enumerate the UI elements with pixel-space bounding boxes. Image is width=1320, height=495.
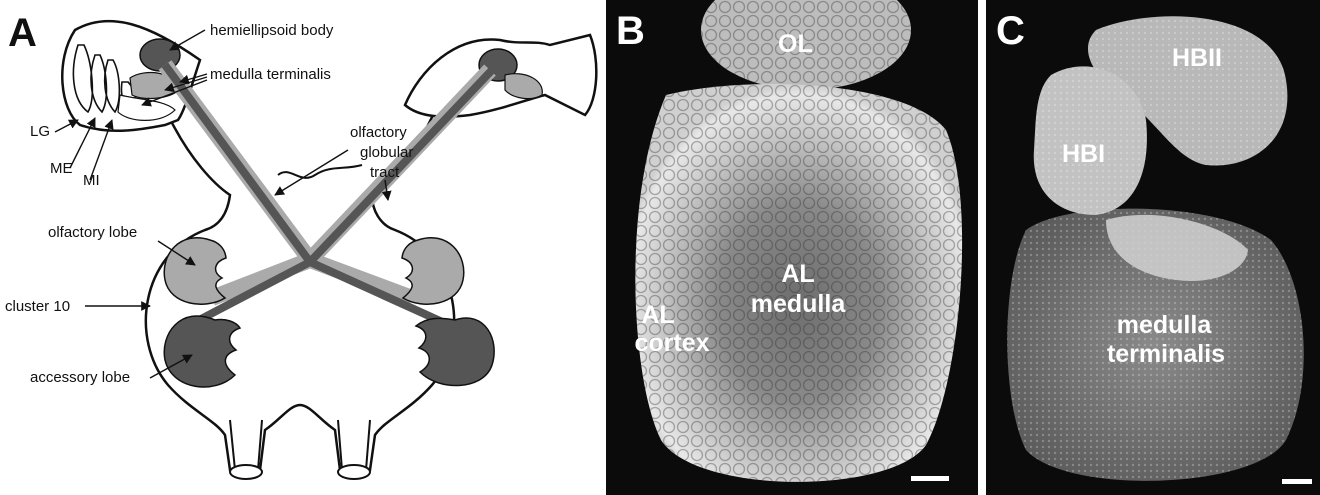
- label-olfactory-globular-1: olfactory: [350, 124, 407, 141]
- panel-c-micrograph: C HBII HBI medulla terminalis: [986, 0, 1320, 495]
- label-me: ME: [50, 160, 73, 177]
- label-medulla-terminalis-2: terminalis: [1107, 340, 1225, 368]
- label-accessory-lobe: accessory lobe: [30, 369, 130, 386]
- label-medulla-terminalis-1: medulla: [1117, 311, 1213, 339]
- label-hbi: HBI: [1062, 140, 1105, 168]
- schematic-drawing: A hemiellipsoid body medulla terminalis …: [0, 0, 600, 495]
- label-hemiellipsoid-body: hemiellipsoid body: [210, 22, 334, 39]
- label-al-cortex-1: AL: [641, 301, 674, 329]
- label-olfactory-globular-2: globular: [360, 144, 413, 161]
- label-medulla-terminalis: medulla terminalis: [210, 66, 331, 83]
- scale-bar-c: [1282, 479, 1312, 484]
- panel-b-micrograph: B OL AL medulla AL cortex: [606, 0, 978, 495]
- label-al-medulla-2: medulla: [751, 290, 847, 318]
- accessory-lobe-right: [416, 318, 494, 386]
- label-cluster-10: cluster 10: [5, 298, 70, 315]
- micrograph-b: B OL AL medulla AL cortex: [606, 0, 978, 495]
- label-olfactory-globular-3: tract: [370, 164, 400, 181]
- label-ol: OL: [778, 30, 813, 58]
- panel-c-letter: C: [996, 9, 1025, 53]
- panel-b-letter: B: [616, 9, 645, 53]
- label-al-medulla-1: AL: [781, 260, 814, 288]
- olfactory-lobe-left: [164, 238, 226, 304]
- label-lg: LG: [30, 123, 50, 140]
- scale-bar-b: [911, 476, 949, 481]
- panel-a-letter: A: [8, 11, 37, 55]
- micrograph-c: C HBII HBI medulla terminalis: [986, 0, 1320, 495]
- olfactory-lobe-right: [402, 238, 464, 304]
- label-hbii: HBII: [1172, 44, 1222, 72]
- label-olfactory-lobe: olfactory lobe: [48, 224, 137, 241]
- lower-stalks: [230, 420, 370, 479]
- panel-a-schematic: A hemiellipsoid body medulla terminalis …: [0, 0, 600, 495]
- label-al-cortex-2: cortex: [634, 329, 709, 357]
- accessory-lobe-left: [164, 316, 240, 387]
